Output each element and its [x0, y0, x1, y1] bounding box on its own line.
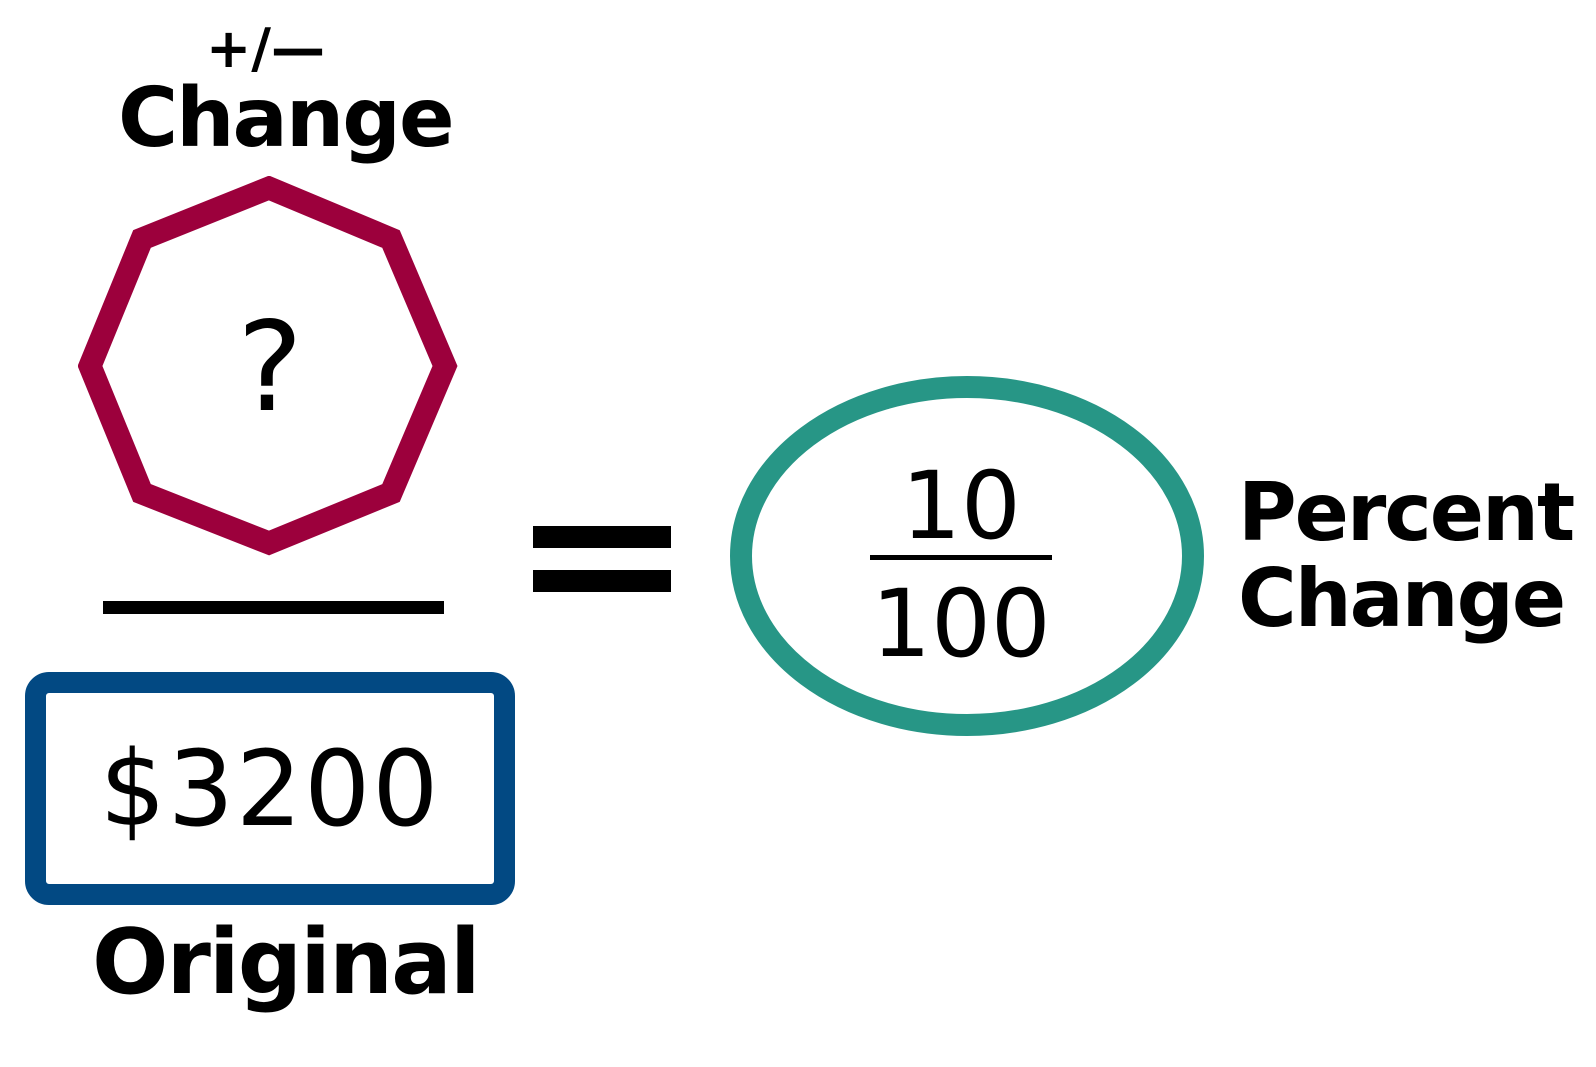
fraction-numerator: 10: [901, 452, 1021, 561]
percent-change-label: Percent Change: [1238, 466, 1588, 646]
equals-bar-top: [533, 526, 671, 548]
fraction-bar-left: [103, 601, 444, 614]
ellipse-shape: [730, 376, 1204, 736]
change-heading: +/— Change: [110, 22, 455, 162]
equals-bar-bottom: [533, 570, 671, 592]
original-value: $3200: [99, 727, 441, 850]
fraction-denominator: 100: [871, 570, 1051, 679]
original-label: Original: [92, 910, 481, 1015]
percent-change-line1: Percent: [1238, 466, 1575, 559]
percent-change-line2: Change: [1238, 552, 1566, 646]
percent-ellipse: [730, 376, 1204, 736]
unknown-change-octagon: ?: [77, 175, 462, 560]
octagon-shape: [77, 175, 458, 556]
change-label: Change: [118, 71, 455, 166]
original-value-box: $3200: [25, 672, 515, 905]
question-mark: ?: [237, 296, 303, 440]
fraction-line: [870, 555, 1052, 560]
plus-minus-sign: +/—: [206, 17, 325, 80]
